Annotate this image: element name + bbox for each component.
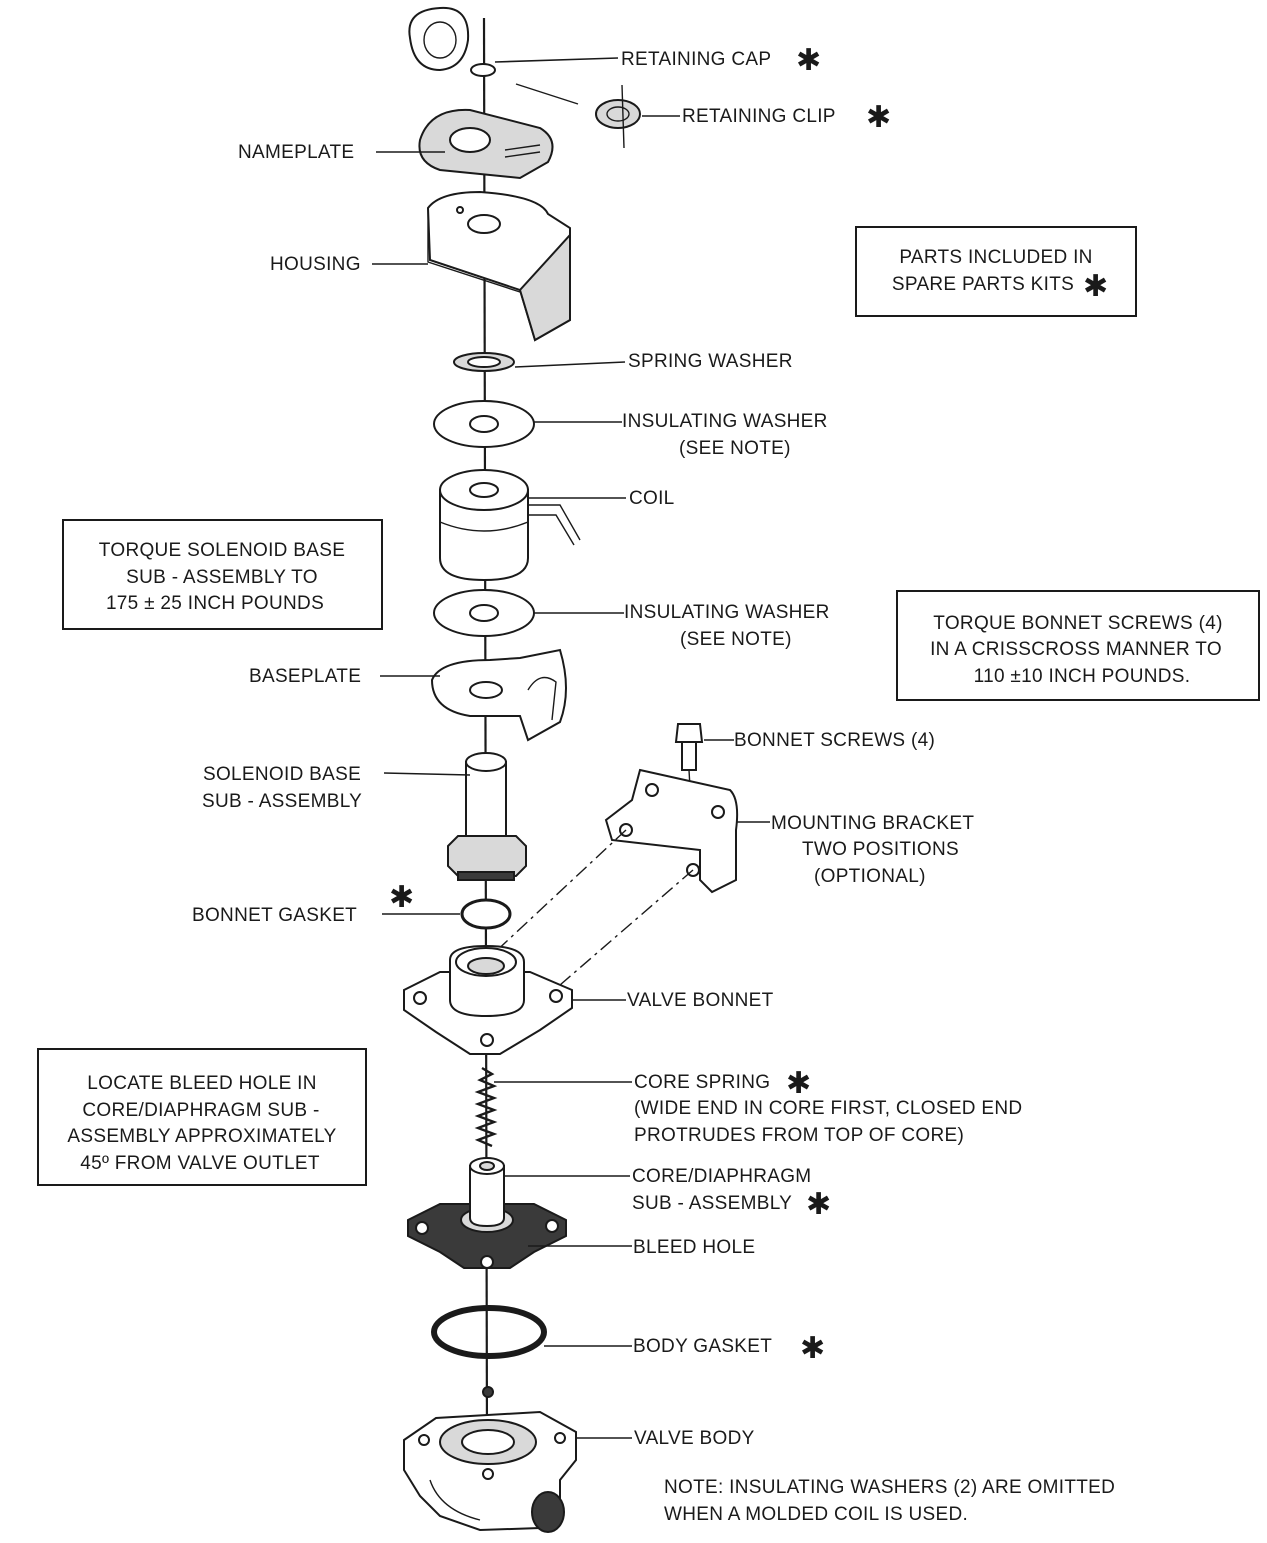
coil-part (439, 469, 581, 582)
valve-body-label: VALVE BODY (634, 1428, 755, 1449)
bonnet-screws-label: BONNET SCREWS (4) (734, 730, 935, 751)
bleed-hole-note-line-1: LOCATE BLEED HOLE IN (87, 1073, 317, 1094)
spare-parts-box-line-1: PARTS INCLUDED IN (899, 247, 1092, 268)
torque-solenoid-box-line-1: TORQUE SOLENOID BASE (99, 540, 345, 561)
body-gasket-label: BODY GASKET (633, 1336, 772, 1357)
spring-washer-part (453, 352, 515, 372)
insulating-washer-top-label-1: INSULATING WASHER (622, 411, 828, 432)
coil-label: COIL (629, 488, 675, 509)
insulating-washer-bottom-part (433, 589, 535, 637)
torque-solenoid-box (62, 519, 383, 630)
mounting-bracket-label-3: (OPTIONAL) (814, 866, 926, 887)
retaining-cap-spare-marker: ✱ (796, 43, 821, 78)
insulating-washer-top-label-2: (SEE NOTE) (679, 438, 791, 459)
valve-bonnet-label: VALVE BONNET (627, 990, 774, 1011)
core-spring-label-1: CORE SPRING (634, 1072, 770, 1093)
torque-bonnet-box-line-1: TORQUE BONNET SCREWS (4) (933, 613, 1222, 634)
housing-part (426, 190, 571, 342)
nameplate-label: NAMEPLATE (238, 142, 354, 163)
housing-label: HOUSING (270, 254, 361, 275)
bonnet-gasket-spare-marker: ✱ (389, 880, 414, 915)
baseplate-label: BASEPLATE (249, 666, 361, 687)
insulating-washer-top-part (433, 400, 535, 448)
spring-washer-label: SPRING WASHER (628, 351, 793, 372)
torque-bonnet-box-line-2: IN A CRISSCROSS MANNER TO (930, 639, 1222, 660)
mounting-bracket-label-1: MOUNTING BRACKET (771, 813, 974, 834)
core-spring-part (474, 1066, 498, 1148)
retaining-cap-part (408, 6, 496, 77)
spare-parts-box-marker: ✱ (1083, 269, 1108, 304)
insulating-washer-bottom-label-1: INSULATING WASHER (624, 602, 830, 623)
core-diaphragm-part (407, 1157, 567, 1269)
nameplate-part (418, 108, 554, 180)
mounting-bracket-part (604, 768, 739, 894)
core-spring-label-2: (WIDE END IN CORE FIRST, CLOSED END (634, 1098, 1022, 1119)
baseplate-part (430, 648, 567, 742)
bonnet-gasket-part (460, 898, 512, 930)
mounting-bracket-label-2: TWO POSITIONS (802, 839, 959, 860)
retaining-clip-label: RETAINING CLIP (682, 106, 836, 127)
bonnet-screw-part (674, 723, 704, 841)
core-spring-label-3: PROTRUDES FROM TOP OF CORE) (634, 1125, 964, 1146)
torque-solenoid-box-line-2: SUB - ASSEMBLY TO (126, 567, 318, 588)
bleed-hole-note-line-3: ASSEMBLY APPROXIMATELY (67, 1126, 336, 1147)
body-gasket-spare-marker: ✱ (800, 1331, 825, 1366)
retaining-clip-part (515, 83, 641, 149)
solenoid-base-label-1: SOLENOID BASE (203, 764, 361, 785)
solenoid-base-part (447, 752, 527, 881)
core-diaphragm-spare-marker: ✱ (806, 1187, 831, 1222)
bleed-hole-note-box (37, 1048, 367, 1186)
bleed-hole-note-line-4: 45º FROM VALVE OUTLET (80, 1153, 320, 1174)
torque-bonnet-box (896, 590, 1260, 701)
core-spring-spare-marker: ✱ (786, 1066, 811, 1101)
valve-body-part (403, 1386, 577, 1533)
retaining-clip-spare-marker: ✱ (866, 100, 891, 135)
torque-solenoid-box-line-3: 175 ± 25 INCH POUNDS (106, 593, 324, 614)
note-line-2: WHEN A MOLDED COIL IS USED. (664, 1504, 968, 1525)
bleed-hole-label: BLEED HOLE (633, 1237, 755, 1258)
bleed-hole-note-line-2: CORE/DIAPHRAGM SUB - (82, 1100, 319, 1121)
core-diaphragm-label-1: CORE/DIAPHRAGM (632, 1166, 811, 1187)
torque-bonnet-box-line-3: 110 ±10 INCH POUNDS. (974, 666, 1191, 687)
bonnet-gasket-label: BONNET GASKET (192, 905, 357, 926)
spare-parts-box-line-2: SPARE PARTS KITS (892, 274, 1074, 295)
note-line-1: NOTE: INSULATING WASHERS (2) ARE OMITTED (664, 1477, 1115, 1498)
body-gasket-part (431, 1305, 547, 1359)
spare-parts-box (855, 226, 1137, 317)
solenoid-base-label-2: SUB - ASSEMBLY (202, 791, 362, 812)
core-diaphragm-label-2: SUB - ASSEMBLY (632, 1193, 792, 1214)
insulating-washer-bottom-label-2: (SEE NOTE) (680, 629, 792, 650)
retaining-cap-label: RETAINING CAP (621, 49, 771, 70)
valve-bonnet-part (403, 944, 573, 1055)
